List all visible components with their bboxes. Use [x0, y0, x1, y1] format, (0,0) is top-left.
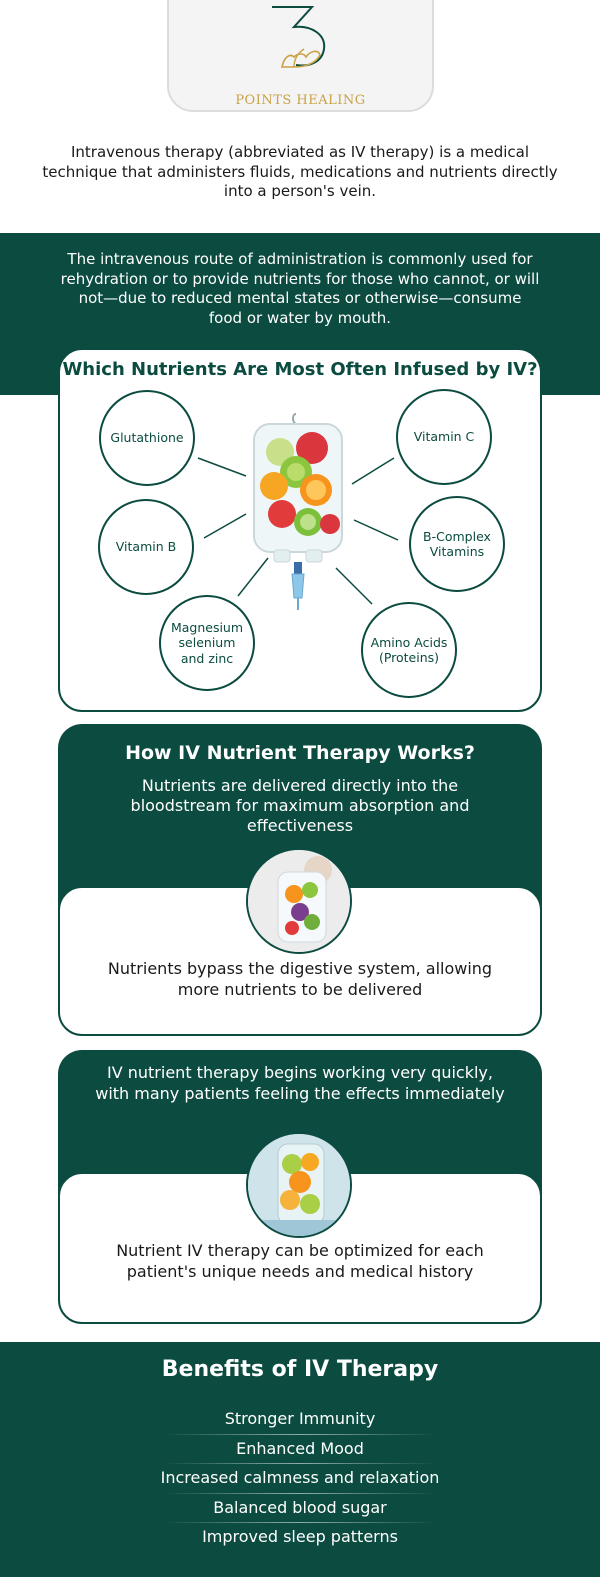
nutrient-label: Glutathione: [110, 430, 184, 446]
intro-paragraph: Intravenous therapy (abbreviated as IV t…: [42, 143, 558, 200]
band-paragraph: The intravenous route of administration …: [60, 250, 540, 327]
benefit-label: Increased calmness and relaxation: [160, 1468, 440, 1487]
nutrient-vitamin-c: Vitamin C: [396, 389, 492, 485]
divider: [162, 1522, 438, 1523]
how-bottom-text: Nutrients bypass the digestive system, a…: [107, 959, 493, 999]
nutrient-glutathione: Glutathione: [99, 390, 195, 486]
nutrient-amino-acids: Amino Acids (Proteins): [361, 602, 457, 698]
nutrient-b-complex: B-Complex Vitamins: [409, 496, 505, 592]
benefits-title: Benefits of IV Therapy: [161, 1357, 439, 1382]
quick-bottom-text: Nutrient IV therapy can be optimized for…: [116, 1241, 484, 1281]
benefit-label: Improved sleep patterns: [202, 1527, 398, 1546]
nutrients-title: Which Nutrients Are Most Often Infused b…: [62, 359, 538, 380]
divider: [162, 1463, 438, 1464]
nutrient-vitamin-b: Vitamin B: [98, 499, 194, 595]
benefit-item: Enhanced Mood: [140, 1436, 460, 1466]
brand-name: POINTS HEALING: [235, 93, 366, 108]
how-title: How IV Nutrient Therapy Works?: [125, 742, 475, 764]
benefit-item: Increased calmness and relaxation: [140, 1465, 460, 1495]
iv-bag-hand-photo: [246, 848, 352, 954]
divider: [162, 1433, 438, 1435]
benefit-label: Balanced blood sugar: [213, 1497, 387, 1517]
iv-bag-citrus-photo: [246, 1132, 352, 1238]
nutrient-label: Vitamin B: [115, 539, 177, 555]
nutrient-label: Amino Acids (Proteins): [370, 634, 448, 666]
benefit-item: Stronger Immunity: [140, 1406, 460, 1436]
benefit-item: Balanced blood sugar: [140, 1495, 460, 1525]
nutrient-magnesium: Magnesium selenium and zinc: [159, 595, 255, 691]
nutrient-label: B-Complex Vitamins: [423, 528, 491, 560]
benefit-label: Stronger Immunity: [224, 1409, 376, 1428]
nutrient-label: Vitamin C: [413, 429, 475, 445]
benefits-section: [0, 1342, 600, 1577]
benefit-item: Improved sleep patterns: [140, 1524, 460, 1554]
nutrient-label: Magnesium selenium and zinc: [170, 619, 244, 666]
iv-bag-fruit-icon: [253, 413, 343, 610]
logo-mark-icon: [272, 6, 326, 68]
divider: [162, 1492, 438, 1494]
how-description: Nutrients are delivered directly into th…: [130, 776, 470, 835]
logo-card: POINTS HEALING: [167, 0, 434, 112]
benefit-label: Enhanced Mood: [236, 1438, 364, 1458]
benefits-list: Stronger Immunity Enhanced Mood Increase…: [140, 1406, 460, 1554]
quick-description: IV nutrient therapy begins working very …: [95, 1063, 505, 1103]
connector-lines: [197, 457, 399, 605]
